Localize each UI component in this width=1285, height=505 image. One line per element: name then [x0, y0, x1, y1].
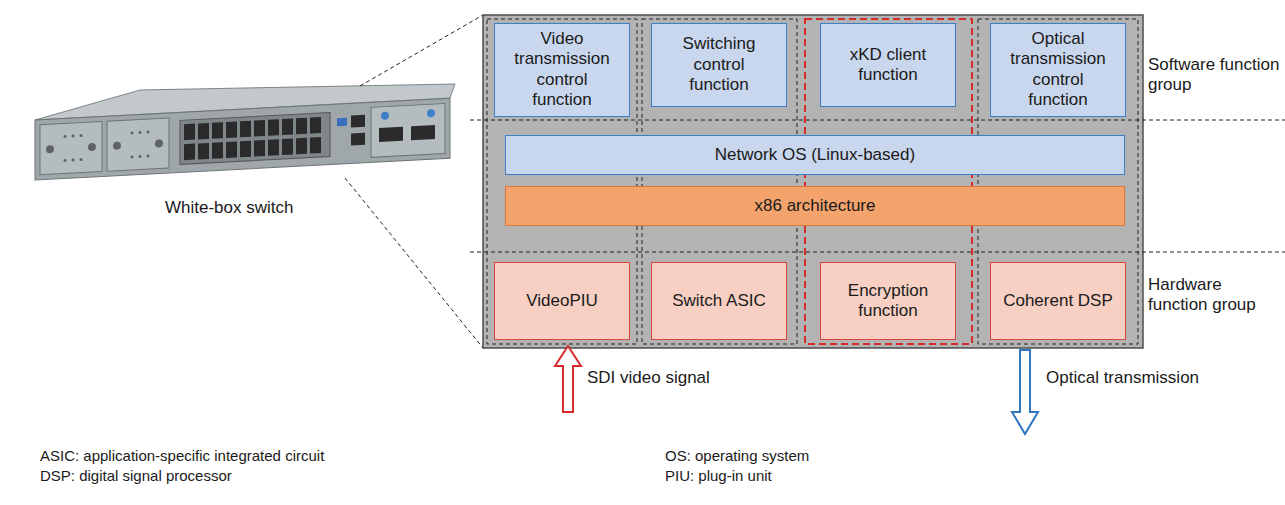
output-arrow: [1012, 350, 1038, 434]
signal-label: Optical transmission: [1046, 368, 1246, 388]
os-layer-bar: Network OS (Linux-based): [505, 135, 1125, 175]
signal-label: SDI video signal: [587, 368, 787, 388]
optical-port: [379, 127, 403, 142]
node-text: xKD client function: [831, 45, 945, 86]
column-outline: [487, 19, 637, 344]
group-divider: [470, 252, 1285, 253]
optical-port: [411, 125, 435, 140]
panel: [483, 15, 1143, 348]
column-outline-highlight: [805, 19, 972, 344]
column-outline: [642, 19, 797, 344]
abbreviation-note: ASIC: application-specific integrated ci…: [40, 447, 460, 465]
input-arrow: [555, 346, 581, 412]
vent-holes: [46, 130, 163, 163]
abbreviation-note: OS: operating system: [665, 447, 965, 465]
optical-module: [371, 104, 445, 158]
abbreviation-note: PIU: plug-in unit: [665, 467, 965, 485]
software-function-box: xKD client function: [820, 23, 956, 107]
software-function-box: Switching control function: [651, 23, 787, 107]
node-text: Encryption function: [831, 281, 945, 322]
switch-front: [35, 98, 450, 180]
node-text: Switch ASIC: [672, 291, 766, 311]
node-text: x86 architecture: [755, 196, 876, 216]
group-divider: [470, 120, 1285, 121]
software-function-box: Optical transmission control function: [990, 23, 1126, 117]
node-text: VideoPIU: [526, 291, 598, 311]
fan-module: [40, 121, 102, 174]
switch-illustration: [35, 84, 455, 180]
node-text: Optical transmission control function: [1001, 29, 1115, 111]
node-text: Coherent DSP: [1003, 291, 1113, 311]
software-function-box: Video transmission control function: [494, 23, 630, 117]
hardware-function-box: Encryption function: [820, 262, 956, 340]
column-outline: [978, 19, 1138, 344]
zoom-line: [345, 178, 483, 348]
abbreviation-note: DSP: digital signal processor: [40, 467, 460, 485]
group-label: Hardware function group: [1148, 275, 1280, 316]
hardware-function-box: Coherent DSP: [990, 262, 1126, 340]
zoom-line: [360, 15, 483, 86]
node-text: Network OS (Linux-based): [715, 145, 915, 165]
thumbscrew: [427, 109, 435, 117]
ports: [184, 117, 321, 160]
port-cage: [180, 113, 330, 165]
hardware-function-box: Switch ASIC: [651, 262, 787, 340]
rj45-port: [351, 133, 365, 146]
fan-module: [107, 118, 169, 171]
thumbscrew: [381, 111, 389, 119]
rj45-port: [351, 115, 365, 128]
node-text: Video transmission control function: [505, 29, 619, 111]
usb-port: [337, 118, 347, 127]
architecture-layer-bar: x86 architecture: [505, 186, 1125, 226]
device-caption: White-box switch: [165, 198, 365, 218]
node-text: Switching control function: [662, 34, 776, 95]
hardware-function-box: VideoPIU: [494, 262, 630, 340]
group-label: Software function group: [1148, 55, 1280, 96]
